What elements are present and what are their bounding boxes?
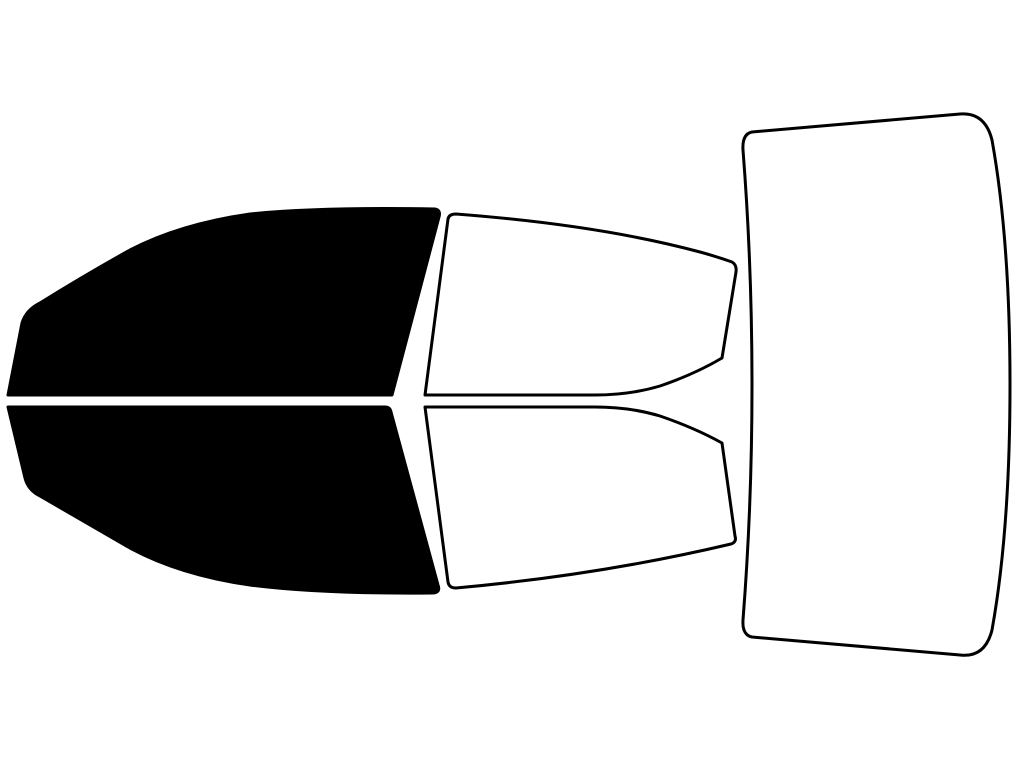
rear-upper-window[interactable] <box>423 212 738 397</box>
back-windshield[interactable] <box>741 112 1012 657</box>
rear-lower-window[interactable] <box>423 405 737 590</box>
front-upper-window[interactable] <box>6 207 441 397</box>
front-lower-window[interactable] <box>6 405 441 595</box>
